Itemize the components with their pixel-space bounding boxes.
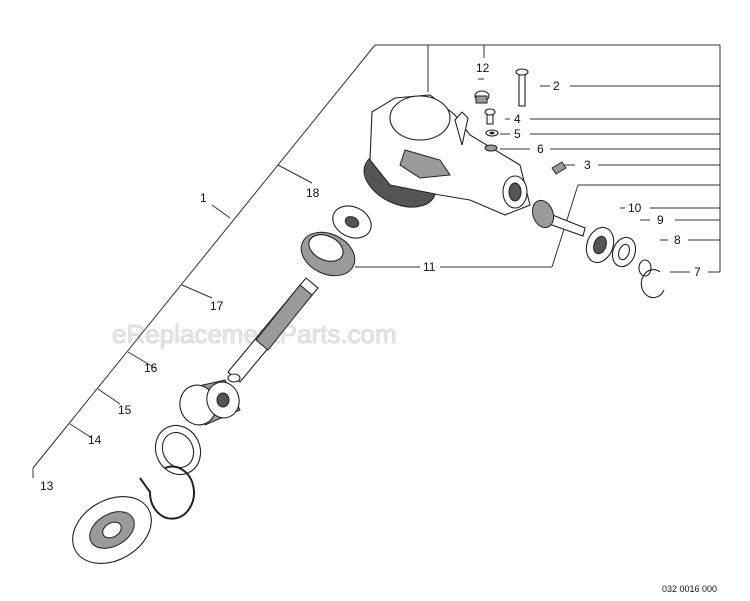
callout-14: 14 (88, 433, 102, 447)
pinion-shaft (531, 199, 586, 237)
callout-8: 8 (674, 233, 681, 247)
callout-15: 15 (118, 403, 132, 417)
watermark: eReplacementParts.com (112, 319, 397, 349)
callout-4: 4 (514, 112, 521, 126)
callout-12: 12 (476, 61, 490, 75)
output-shaft-17 (227, 277, 319, 383)
callout-labels: 1 2 3 4 5 6 7 8 9 10 11 12 13 14 15 16 1… (40, 61, 701, 493)
cover-13 (72, 496, 152, 564)
callout-11: 11 (423, 260, 436, 274)
washer-15 (154, 424, 202, 476)
callout-10: 10 (628, 201, 642, 215)
callout-18: 18 (306, 186, 320, 200)
callout-3: 3 (584, 158, 591, 172)
assembly-bracket (32, 44, 721, 478)
callout-1: 1 (200, 191, 207, 205)
callout-2: 2 (553, 79, 560, 93)
hardware-parts (474, 68, 567, 175)
right-bearings (585, 226, 665, 299)
callout-7: 7 (694, 265, 701, 279)
bevel-gear-11 (300, 231, 356, 277)
diagram-code: 032 0016 000 (662, 584, 717, 594)
bearing-18 (332, 205, 372, 239)
callout-13: 13 (40, 479, 54, 493)
bearing-16 (179, 379, 241, 426)
right-leaders (355, 45, 720, 273)
gear-housing (363, 94, 531, 216)
callout-9: 9 (657, 213, 664, 227)
callout-16: 16 (144, 361, 158, 375)
circlip-14 (139, 465, 195, 520)
callout-17: 17 (210, 299, 224, 313)
callout-5: 5 (514, 127, 521, 141)
callout-6: 6 (537, 142, 544, 156)
